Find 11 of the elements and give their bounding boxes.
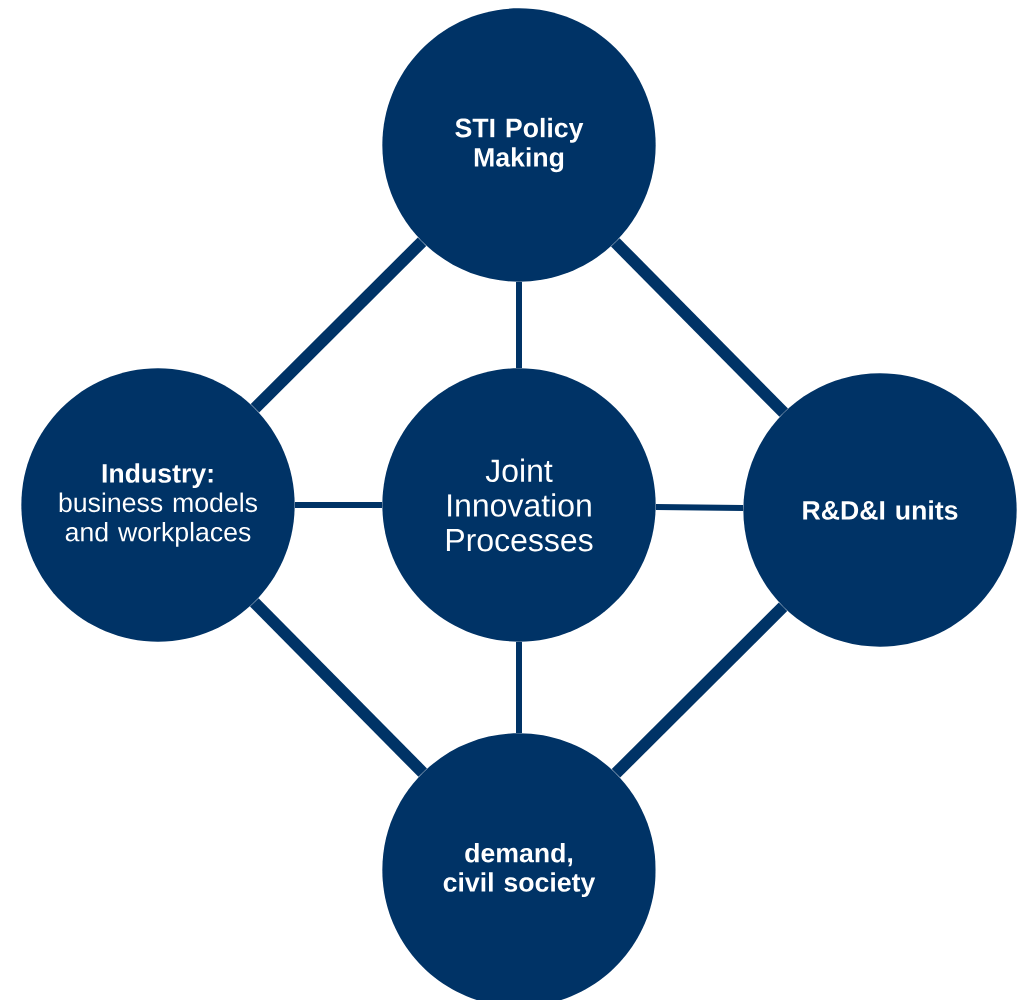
connector-line [294, 502, 383, 508]
connector-line [516, 641, 522, 734]
circle-node: R&D&I units [743, 373, 1017, 647]
circle-node: Industry: business models and workplaces [21, 368, 295, 642]
connector-line [250, 598, 427, 777]
connector-line [655, 503, 744, 512]
connector-line [250, 237, 427, 413]
connector-line [516, 281, 522, 369]
connector-line [611, 238, 788, 417]
circle-node: STI Policy Making [382, 8, 656, 282]
connector-line [611, 602, 788, 778]
